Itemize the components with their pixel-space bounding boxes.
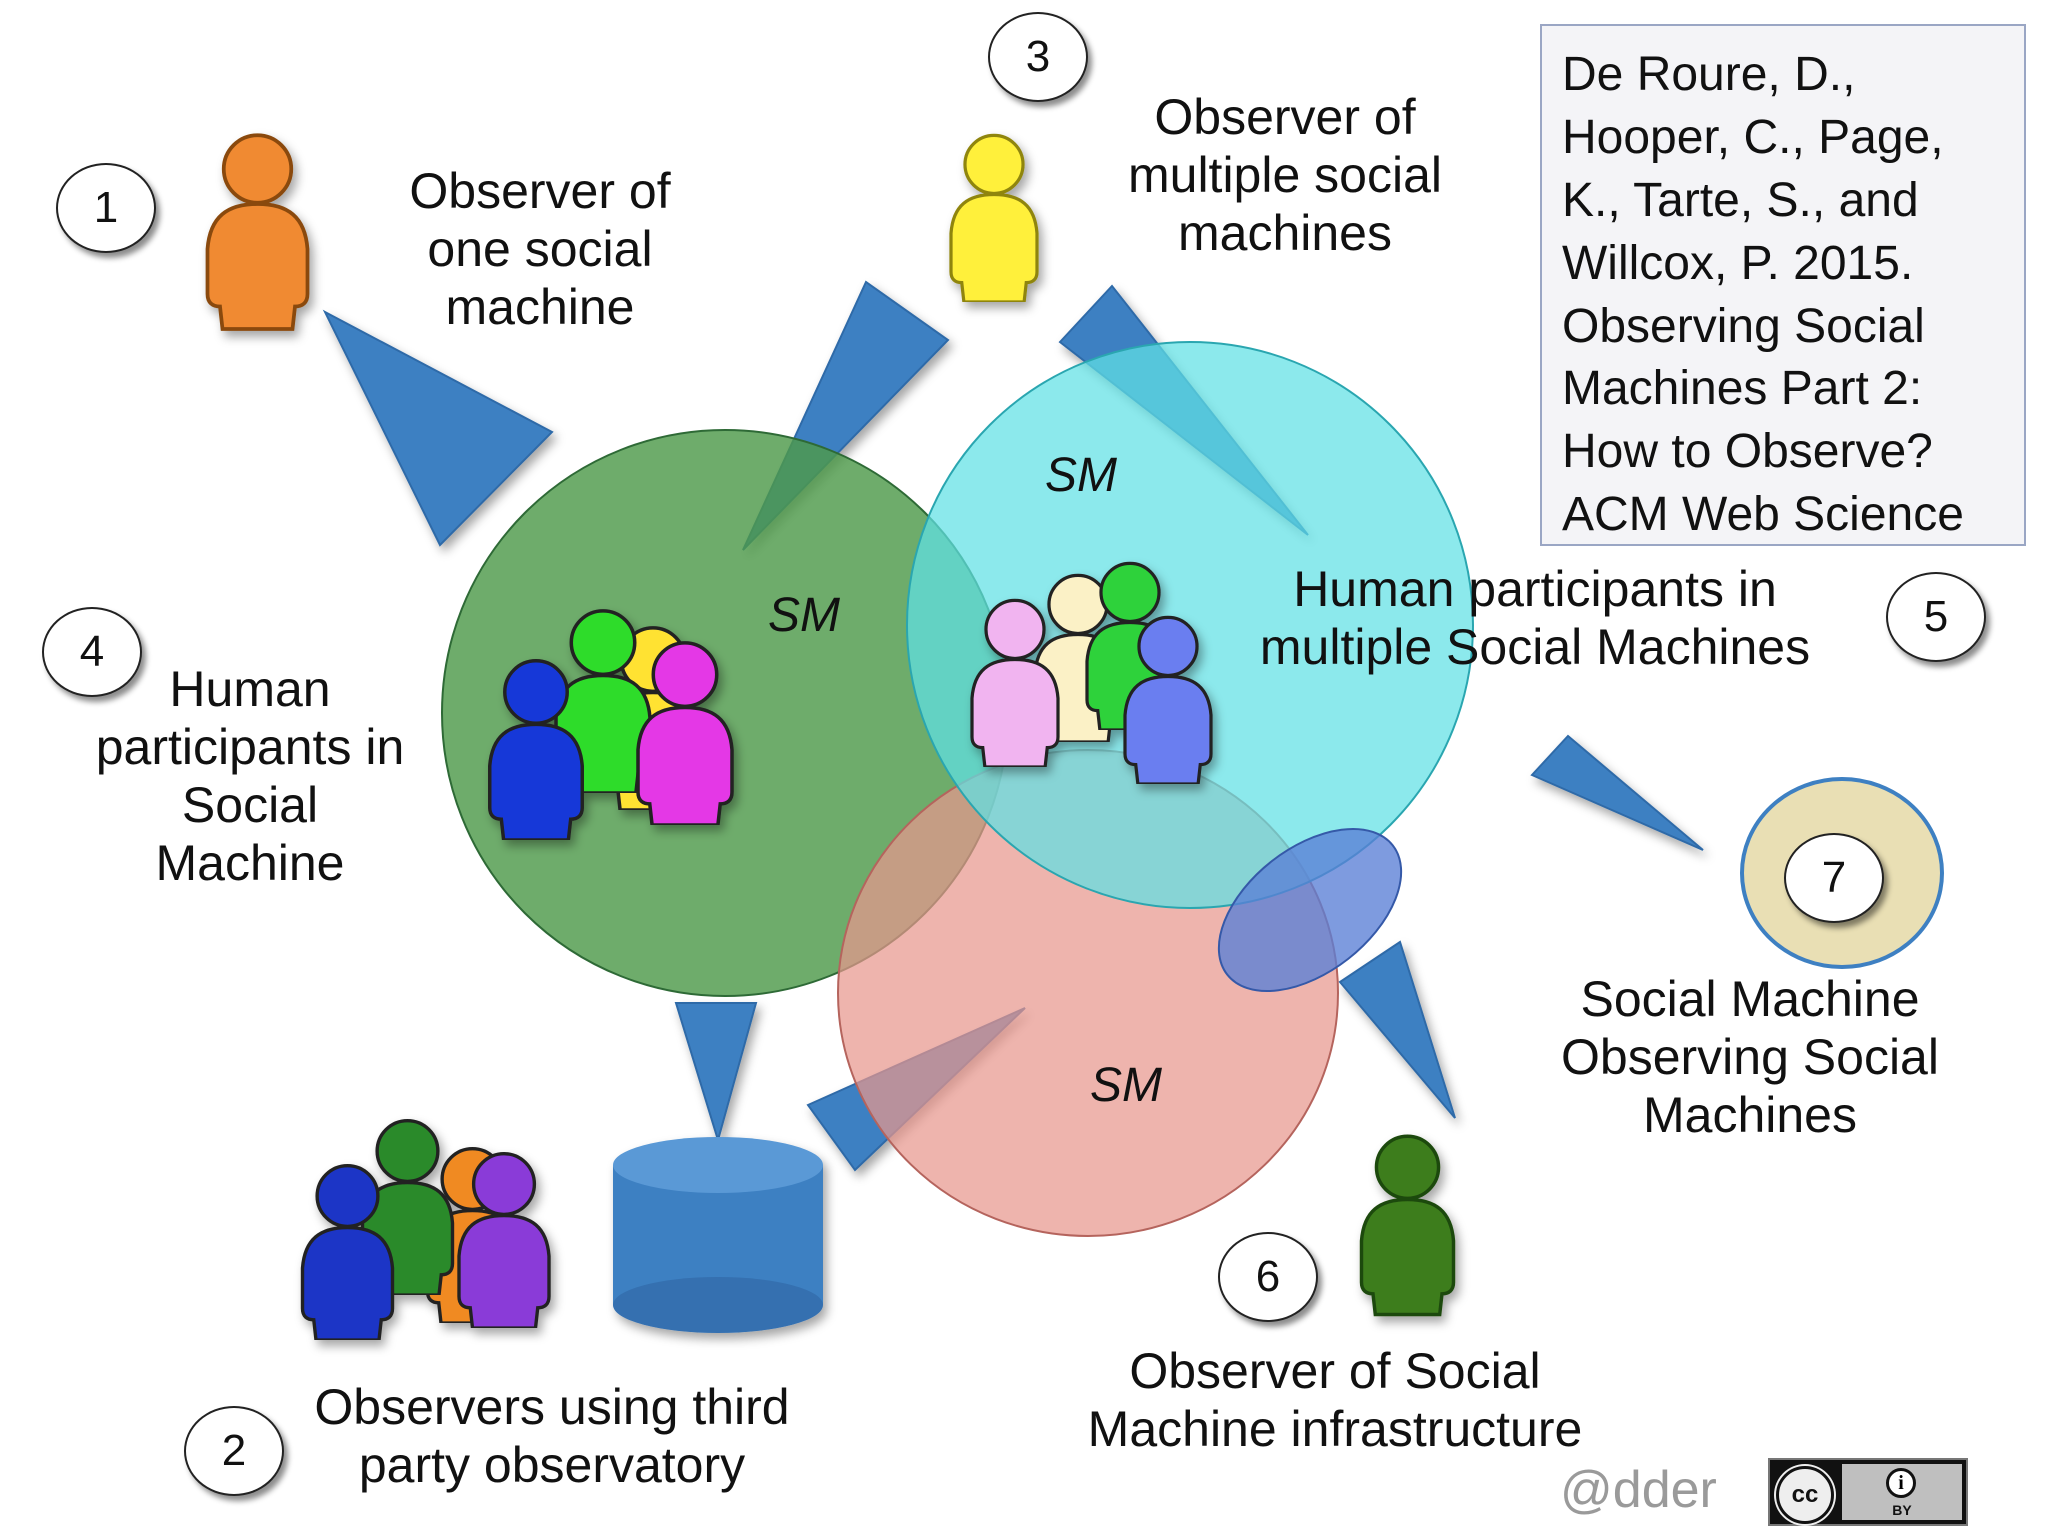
label-human-multiple: Human participants in multiple Social Ma… bbox=[1259, 561, 1811, 675]
infrastructure-ellipse bbox=[1217, 827, 1403, 993]
cyan-social-machine-circle bbox=[906, 341, 1474, 909]
label-third-party: Observers using third party observatory bbox=[314, 1379, 790, 1493]
number-badge-5: 5 bbox=[1886, 572, 1986, 662]
sm-label-cyan: SM bbox=[1045, 449, 1117, 502]
number-badge-7: 7 bbox=[1784, 833, 1884, 923]
number-badge-6: 6 bbox=[1218, 1232, 1318, 1322]
number-badge-2: 2 bbox=[184, 1406, 284, 1496]
author-handle: @dder bbox=[1560, 1461, 1717, 1519]
number-badge-3: 3 bbox=[988, 12, 1088, 102]
attribution-person-icon: i bbox=[1886, 1468, 1916, 1498]
by-text: BY bbox=[1892, 1502, 1912, 1518]
by-panel: i BY bbox=[1842, 1464, 1962, 1520]
label-human-participants: Human participants in Social Machine bbox=[95, 661, 405, 891]
label-sm-observing: Social Machine Observing Social Machines bbox=[1561, 971, 1939, 1143]
label-observer-multiple: Observer of multiple social machines bbox=[1127, 89, 1442, 261]
label-observer-one: Observer of one social machine bbox=[409, 163, 671, 335]
observatory-database-icon bbox=[613, 1137, 823, 1333]
arrow-green-to-observatory bbox=[674, 1002, 758, 1144]
arrow-sm-observing bbox=[1530, 734, 1704, 851]
number-badge-4: 4 bbox=[42, 607, 142, 697]
sm-label-green: SM bbox=[768, 589, 840, 642]
yellow-observer-icon bbox=[951, 135, 1037, 302]
arrow-observer-one bbox=[322, 309, 554, 547]
label-infrastructure: Observer of Social Machine infrastructur… bbox=[1087, 1343, 1583, 1457]
cc-logo-icon: cc bbox=[1776, 1466, 1834, 1524]
arrow-infrastructure bbox=[1338, 940, 1456, 1119]
dark-green-observer-icon bbox=[1359, 1134, 1456, 1317]
sm-label-salmon: SM bbox=[1090, 1059, 1162, 1112]
number-badge-1: 1 bbox=[56, 163, 156, 253]
cc-by-license-badge: cc i BY bbox=[1768, 1458, 1968, 1526]
reference-citation-box: De Roure, D., Hooper, C., Page, K., Tart… bbox=[1540, 24, 2026, 546]
third-party-observer-group-icon bbox=[300, 1118, 551, 1340]
orange-observer-icon bbox=[205, 133, 310, 331]
